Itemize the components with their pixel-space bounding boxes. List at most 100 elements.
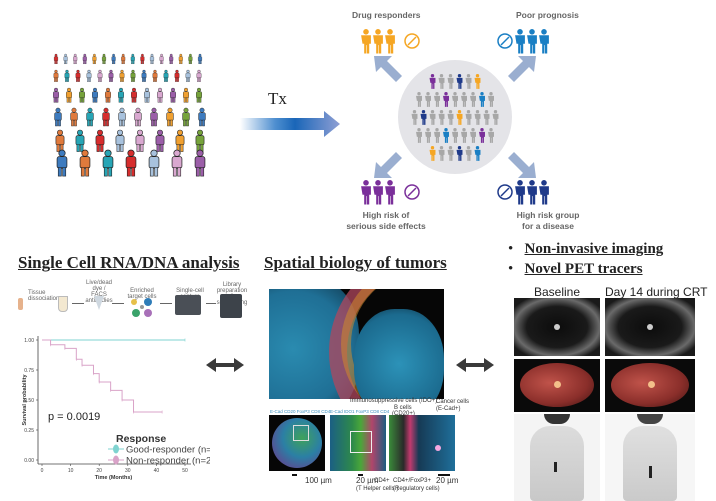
- crowd-person: [159, 53, 164, 65]
- crowd-person: [102, 107, 110, 127]
- crowd-person: [121, 53, 126, 65]
- legend-marker: [113, 455, 119, 465]
- stratification-arrows: [374, 56, 536, 178]
- workflow-arrow: [206, 303, 216, 304]
- b-cells-marker: (CD20+): [392, 411, 415, 417]
- population-person: [465, 74, 472, 89]
- crowd-person: [101, 53, 107, 65]
- regulatory-cells-label: (Regulatory cells): [393, 486, 440, 492]
- crowd-person: [63, 53, 68, 65]
- crowd-person: [178, 53, 183, 65]
- crowd-person: [196, 87, 202, 103]
- high-risk-group-label-line2: for a disease: [522, 221, 574, 231]
- population-person: [456, 110, 463, 125]
- crowd-person: [105, 87, 111, 103]
- y-tick-label: 0.75: [24, 368, 34, 374]
- day14-mri-image: [605, 298, 695, 356]
- double-arrow-right: [456, 358, 494, 372]
- side-effects-label: High risk of serious side effects: [346, 210, 426, 232]
- crowd-person: [64, 69, 70, 82]
- population-person: [443, 128, 449, 143]
- population-person: [425, 128, 431, 143]
- crowd-person: [135, 129, 145, 152]
- y-tick-label: 0.00: [24, 458, 34, 464]
- crowd-person: [75, 69, 81, 82]
- population-person: [465, 110, 472, 125]
- crowd-person: [169, 53, 174, 65]
- scale-label-20um-a: 20 µm: [356, 476, 379, 485]
- crowd-person: [174, 69, 180, 82]
- x-tick-label: 30: [125, 468, 131, 474]
- poor-prognosis-group: [497, 29, 549, 54]
- y-axis-label: Survival probability: [22, 374, 28, 426]
- crowd-person: [119, 69, 125, 82]
- enriched-cells-icon: [131, 298, 152, 317]
- day14-label: Day 14 during CRT: [605, 285, 708, 299]
- workflow-arrow: [160, 303, 172, 304]
- high-risk-group-label-line1: High risk group: [516, 210, 580, 220]
- pill-icon: [404, 33, 420, 49]
- crowd-person: [188, 53, 193, 65]
- population-person: [461, 92, 467, 107]
- x-tick-label: 50: [182, 468, 188, 474]
- outcome-person: [515, 29, 525, 54]
- drug-responders-group: [361, 29, 420, 54]
- x-tick-label: 10: [68, 468, 74, 474]
- outcome-person: [515, 180, 525, 205]
- prohibited-icon: [404, 184, 420, 200]
- crowd-person: [131, 87, 137, 103]
- crowd-person: [97, 69, 103, 82]
- crowd-person: [171, 149, 183, 177]
- t-helper-label: (T Helper cells ): [356, 486, 399, 492]
- bullet-2: • Novel PET tracers: [508, 261, 643, 278]
- crowd-person: [196, 69, 202, 82]
- crowd-person: [79, 149, 91, 177]
- crowd-person: [95, 129, 105, 152]
- population-person: [465, 146, 472, 161]
- population-person: [461, 128, 467, 143]
- crowd-person: [111, 53, 116, 65]
- poor-prognosis-label: Poor prognosis: [516, 10, 579, 20]
- baseline-mri-image: [514, 298, 600, 356]
- crowd-person: [130, 69, 136, 82]
- x-tick-label: 20: [96, 468, 102, 474]
- cancer-cells-label: Cancer cells: [436, 399, 470, 405]
- population-person: [479, 128, 485, 143]
- outcome-person: [385, 29, 395, 54]
- population-person: [438, 146, 445, 161]
- legend-entry: Good-responder (n=20): [126, 445, 210, 456]
- crowd-person: [195, 129, 205, 152]
- crowd-person: [86, 69, 92, 82]
- crowd-person: [166, 107, 174, 127]
- spatial-biology-heading: Spatial biology of tumors: [264, 253, 447, 272]
- x-tick-label: 40: [154, 468, 160, 474]
- single-cell-heading: Single Cell RNA/DNA analysis: [18, 253, 240, 272]
- high-risk-group: [497, 180, 549, 205]
- double-arrow-left: [206, 358, 244, 372]
- tissue-tube-icon: [18, 298, 23, 310]
- outcome-person: [361, 180, 371, 205]
- crowd-person: [183, 87, 189, 103]
- crowd-person: [66, 87, 72, 103]
- population-person: [474, 146, 481, 161]
- crowd-person: [182, 107, 190, 127]
- outcome-person: [527, 29, 537, 54]
- outcome-person: [539, 180, 549, 205]
- day14-pet-mip-image: [605, 414, 695, 501]
- population-person: [416, 128, 422, 143]
- crowd-person: [55, 129, 65, 152]
- y-tick-label: 0.25: [24, 428, 34, 434]
- crowd-person: [92, 53, 97, 65]
- bullet-2-text: Novel PET tracers: [524, 261, 643, 277]
- population-person: [447, 110, 454, 125]
- treatment-label: Tx: [268, 89, 287, 108]
- population-person: [479, 92, 485, 107]
- scale-label-20um-b: 20 µm: [436, 476, 459, 485]
- outcome-person: [539, 29, 549, 54]
- side-effects-label-line1: High risk of: [362, 210, 410, 220]
- baseline-label: Baseline: [534, 285, 581, 299]
- arrow-down-left: [374, 152, 402, 178]
- treatment-arrow: [240, 111, 340, 137]
- population-person: [452, 92, 458, 107]
- diverse-population-crowd: [53, 53, 206, 177]
